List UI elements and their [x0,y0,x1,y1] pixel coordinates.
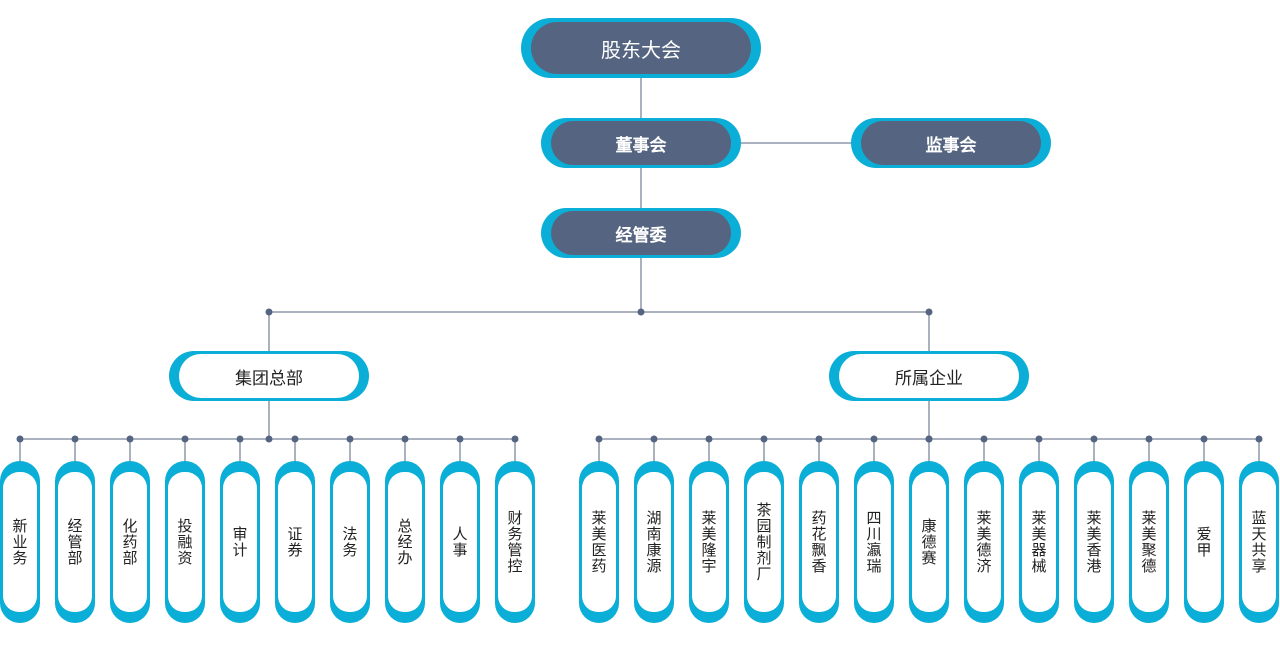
affiliate-company-11: 爱甲 [1184,461,1224,623]
hq-department-0: 新业务 [0,461,40,623]
affiliate-company-3: 茶园制剂厂 [744,461,784,623]
affiliate-company-label: 药花飘香 [809,510,828,574]
hq-department-label: 人事 [450,526,469,558]
affiliate-company-8: 莱美器械 [1019,461,1059,623]
affiliate-company-12: 蓝天共享 [1239,461,1279,623]
node-management-committee-label: 经管委 [615,225,667,246]
affiliate-company-9: 莱美香港 [1074,461,1114,623]
affiliate-company-label: 茶园制剂厂 [754,502,773,582]
affiliate-company-label: 莱美德济 [974,510,993,574]
affiliate-company-6: 康德赛 [909,461,949,623]
affiliate-company-0: 莱美医药 [579,461,619,623]
hq-department-4: 审计 [220,461,260,623]
affiliate-company-label: 蓝天共享 [1249,510,1268,574]
hq-department-label: 新业务 [10,518,29,566]
hq-department-9: 财务管控 [495,461,535,623]
hq-department-label: 投融资 [175,518,194,566]
node-management-committee: 经管委 [541,208,741,258]
affiliate-company-4: 药花飘香 [799,461,839,623]
hq-department-label: 总经办 [395,518,414,566]
affiliate-company-label: 爱甲 [1194,526,1213,558]
node-board-of-supervisors-label: 监事会 [925,135,977,156]
hq-department-label: 经管部 [65,518,84,566]
hq-department-6: 法务 [330,461,370,623]
node-shareholders-label: 股东大会 [601,37,681,62]
node-affiliates: 所属企业 [829,351,1029,401]
node-board-of-supervisors: 监事会 [851,118,1051,168]
hq-department-label: 审计 [230,526,249,558]
affiliate-company-10: 莱美聚德 [1129,461,1169,623]
affiliate-company-label: 莱美香港 [1084,510,1103,574]
node-group-hq-label: 集团总部 [235,368,303,389]
hq-department-label: 化药部 [120,518,139,566]
hq-department-label: 财务管控 [505,510,524,574]
affiliate-company-label: 莱美医药 [589,510,608,574]
affiliate-company-2: 莱美隆宇 [689,461,729,623]
hq-department-2: 化药部 [110,461,150,623]
hq-department-label: 证券 [285,526,304,558]
affiliate-company-label: 莱美隆宇 [699,510,718,574]
affiliate-company-1: 湖南康源 [634,461,674,623]
affiliate-company-5: 四川瀛瑞 [854,461,894,623]
hq-department-7: 总经办 [385,461,425,623]
node-group-hq: 集团总部 [169,351,369,401]
affiliate-company-7: 莱美德济 [964,461,1004,623]
node-affiliates-label: 所属企业 [895,368,963,389]
node-board-of-directors-label: 董事会 [615,135,667,156]
node-shareholders: 股东大会 [521,18,761,78]
affiliate-company-label: 康德赛 [919,518,938,566]
hq-department-5: 证券 [275,461,315,623]
node-board-of-directors: 董事会 [541,118,741,168]
hq-department-3: 投融资 [165,461,205,623]
affiliate-company-label: 莱美器械 [1029,510,1048,574]
hq-department-8: 人事 [440,461,480,623]
hq-department-1: 经管部 [55,461,95,623]
affiliate-company-label: 莱美聚德 [1139,510,1158,574]
hq-department-label: 法务 [340,526,359,558]
affiliate-company-label: 湖南康源 [644,510,663,574]
affiliate-company-label: 四川瀛瑞 [864,510,883,574]
